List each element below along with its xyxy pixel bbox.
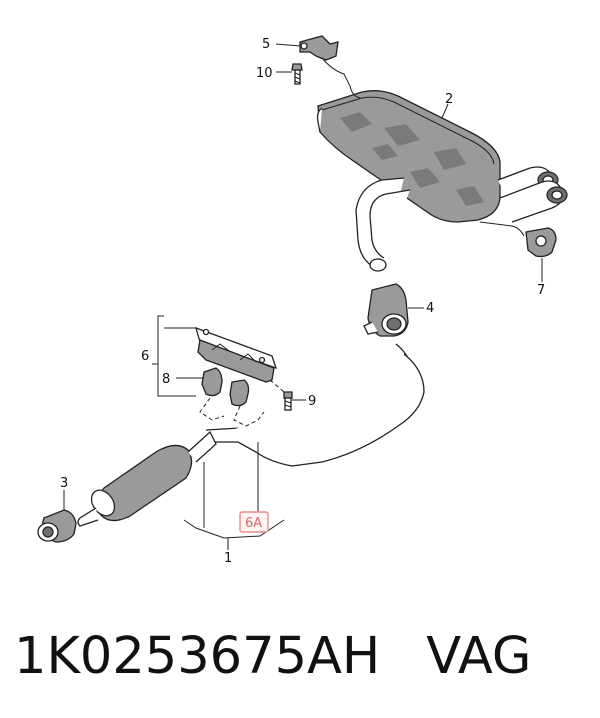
part-number-caption: 1K0253675AH VAG [14, 622, 594, 692]
clamp-4 [363, 283, 424, 337]
bolt-10 [276, 63, 303, 85]
middle-pipe [205, 343, 425, 467]
callout-9: 9 [308, 394, 316, 409]
part-number: 1K0253675AH [14, 627, 381, 686]
callout-6a: 6A [245, 516, 262, 531]
rear-hanger-7 [479, 221, 557, 282]
callout-1: 1 [224, 551, 232, 566]
callout-3: 3 [60, 476, 68, 491]
rear-silencer [316, 90, 501, 223]
callout-5: 5 [262, 37, 270, 52]
callout-10: 10 [256, 66, 273, 81]
assembly-lines [199, 379, 285, 427]
clamp-3 [37, 490, 77, 543]
brand-name: VAG [426, 627, 532, 686]
callout-2: 2 [445, 92, 453, 107]
rubber-mount-8 [176, 367, 250, 407]
callout-4: 4 [426, 301, 434, 316]
highlight-box-6a [239, 511, 269, 533]
bolt-9 [283, 391, 306, 411]
callout-8: 8 [162, 372, 170, 387]
front-silencer [77, 430, 217, 527]
tail-pipes [497, 166, 568, 223]
callout-6: 6 [141, 349, 149, 364]
callout-7: 7 [537, 283, 545, 298]
exhaust-system-diagram: 5 10 2 7 4 6 8 9 3 6A 1 [37, 35, 568, 566]
bracket-5 [275, 35, 361, 99]
intermediate-pipe-rear [355, 177, 411, 272]
heat-shield-bracket-6 [195, 326, 278, 383]
bracket-lines-6 [152, 315, 196, 397]
